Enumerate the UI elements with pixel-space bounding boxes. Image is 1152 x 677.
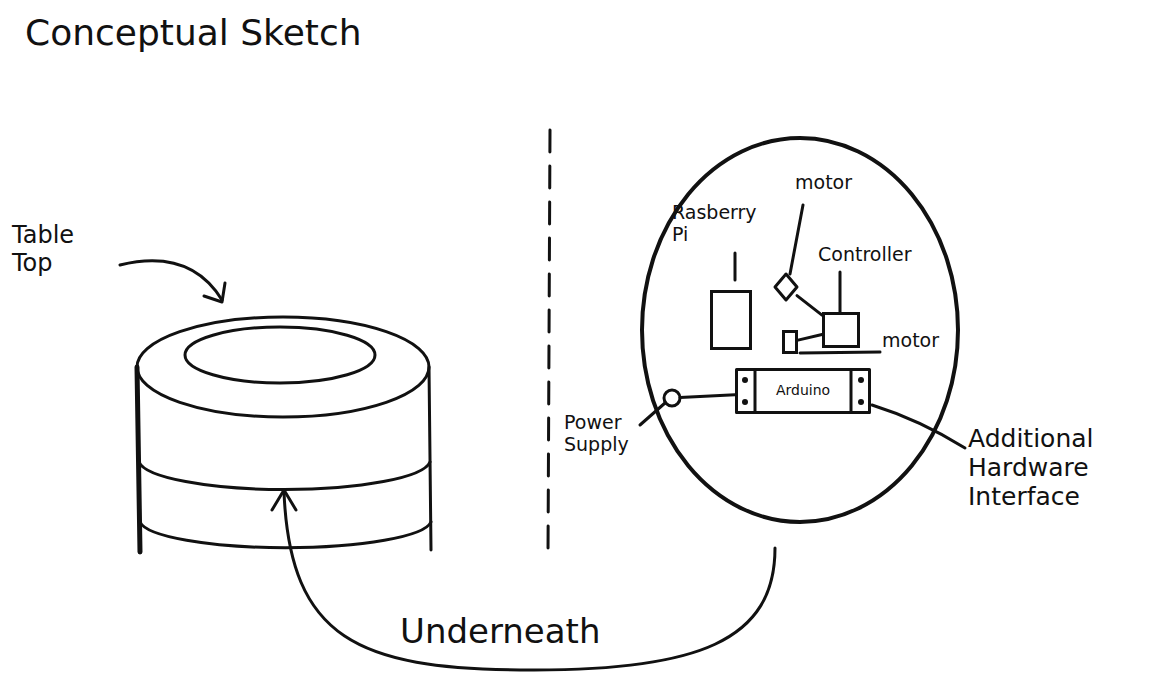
- board-name: Arduino: [735, 382, 871, 398]
- part-label: Table Top: [12, 222, 92, 277]
- arrow-head: [272, 490, 296, 510]
- diamond-outline: [775, 274, 797, 300]
- arrow-head: [204, 283, 225, 302]
- motor-symbol: motor: [782, 330, 798, 354]
- computer-board: Rasberry Pi: [710, 290, 752, 350]
- component-label: motor: [882, 330, 962, 352]
- wire-connector: [798, 334, 822, 340]
- leader-line: [790, 205, 803, 274]
- leader-line: [839, 272, 842, 312]
- leader-line: [640, 403, 665, 425]
- controller-box: Controller: [822, 312, 860, 348]
- leader-line: [800, 352, 880, 353]
- table-top-outline: [137, 317, 429, 417]
- part-label: Additional Hardware Interface: [968, 425, 1138, 511]
- motor-symbol: motor: [775, 274, 797, 300]
- component-label: Rasberry Pi: [672, 202, 772, 246]
- wire-connector: [680, 395, 735, 398]
- component-label: Controller: [818, 244, 938, 266]
- table-top-inset: [185, 327, 375, 383]
- arduino-board: Arduino: [735, 368, 871, 414]
- underneath-arrow: [284, 492, 775, 670]
- component-label: motor: [795, 172, 875, 194]
- power-connector: Power Supply: [664, 390, 680, 406]
- pointer-arrow: [120, 261, 222, 300]
- divider-line: [548, 130, 550, 555]
- wire-connector: [797, 296, 822, 316]
- leader-line: [872, 405, 965, 448]
- leader-line: [734, 253, 737, 280]
- component-label: Power Supply: [564, 412, 644, 456]
- table-band: [139, 462, 430, 490]
- sketch-title: Conceptual Sketch: [25, 12, 362, 53]
- view-label: Underneath: [400, 612, 660, 651]
- circle-outline: [664, 390, 680, 406]
